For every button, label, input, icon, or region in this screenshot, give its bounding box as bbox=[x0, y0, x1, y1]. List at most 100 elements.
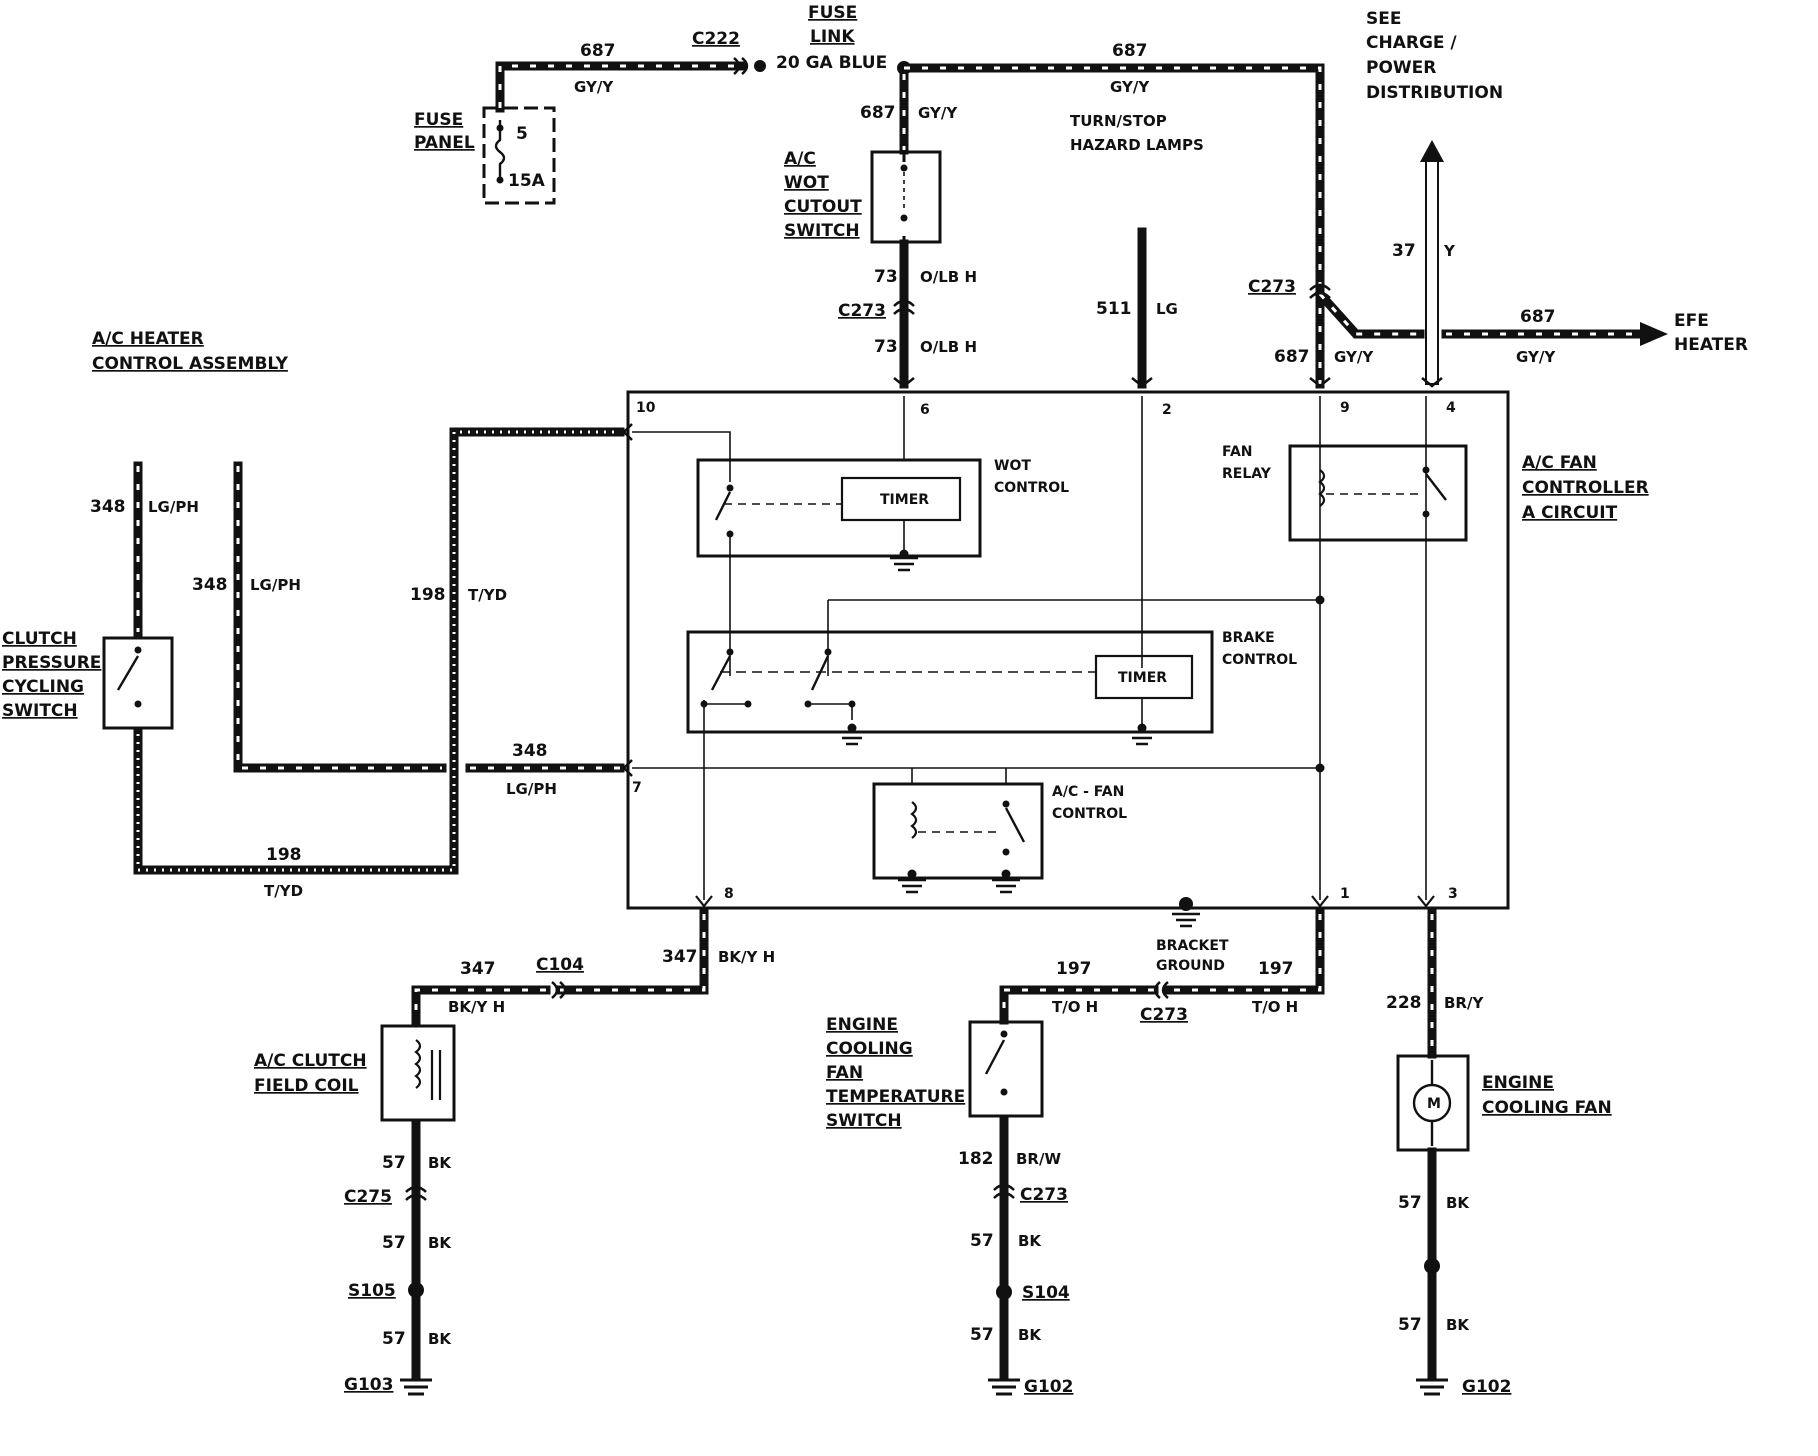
engine-temp-label-4: TEMPERATURE bbox=[826, 1087, 965, 1107]
pin-9: 9 bbox=[1340, 400, 1350, 416]
c104-connector bbox=[551, 981, 567, 999]
wire-gy-y-label-d: GY/Y bbox=[1334, 348, 1374, 366]
ac-fan-ground-a bbox=[898, 878, 926, 894]
wire-br-w-label: BR/W bbox=[1016, 1150, 1061, 1168]
c273-label-b: C273 bbox=[1248, 277, 1296, 297]
wire-511-group: 511 LG bbox=[1096, 227, 1178, 389]
pin-8: 8 bbox=[724, 886, 734, 902]
wot-control-box bbox=[696, 458, 982, 558]
fuse-link-label-2: LINK bbox=[810, 27, 855, 47]
efe-arrow bbox=[1640, 322, 1668, 346]
wire-511-label: 511 bbox=[1096, 299, 1132, 319]
wire-228-label: 228 bbox=[1386, 993, 1422, 1013]
wire-687-label-d: 687 bbox=[1274, 347, 1310, 367]
engine-temp-label-5: SWITCH bbox=[826, 1111, 902, 1131]
bracket-ground-symbol bbox=[1172, 912, 1200, 928]
wire-348-label-c: 348 bbox=[512, 741, 548, 761]
ac-fan-controller-label-2: CONTROLLER bbox=[1522, 478, 1649, 498]
g102-label-a: G102 bbox=[1024, 1377, 1073, 1397]
fuse-link-dot-left bbox=[754, 60, 766, 72]
wire-lg-ph-label-b: LG/PH bbox=[250, 576, 301, 594]
fan-relay-label-2: RELAY bbox=[1222, 466, 1272, 482]
fuse-link-gauge: 20 GA BLUE bbox=[776, 53, 887, 73]
wire-br-y-label: BR/Y bbox=[1444, 994, 1484, 1012]
c273-connector-bottom bbox=[1153, 981, 1169, 999]
wire-57-label-d: 57 bbox=[970, 1231, 994, 1251]
wire-gy-y-label-e: GY/Y bbox=[1516, 348, 1556, 366]
ac-clutch-label-2: FIELD COIL bbox=[254, 1076, 359, 1096]
s104-label: S104 bbox=[1022, 1283, 1070, 1303]
c273-connector-lower bbox=[993, 1183, 1015, 1199]
wot-timer-label: TIMER bbox=[880, 492, 929, 508]
engine-temp-label-3: FAN bbox=[826, 1063, 863, 1083]
wire-t-yd-label-b: T/YD bbox=[264, 882, 303, 900]
wire-198-label-a: 198 bbox=[410, 585, 446, 605]
wire-o-lb-h-label-a: O/LB H bbox=[920, 268, 977, 286]
brake-timer-label: TIMER bbox=[1118, 670, 1167, 686]
turn-stop-label-1: TURN/STOP bbox=[1070, 112, 1167, 130]
wire-t-yd-label-a: T/YD bbox=[468, 586, 507, 604]
wire-gy-y-label-b: GY/Y bbox=[1110, 78, 1150, 96]
see-charge-label-2: CHARGE / bbox=[1366, 33, 1457, 53]
wot-cutout-label-2: WOT bbox=[784, 173, 829, 193]
c273-connector-top bbox=[893, 299, 915, 315]
wire-687-main-feed: 687 GY/Y bbox=[897, 41, 1325, 295]
ac-clutch-label-1: A/C CLUTCH bbox=[254, 1051, 367, 1071]
fuse-panel-label-2: PANEL bbox=[414, 133, 475, 153]
wire-gy-y-label-c: GY/Y bbox=[918, 104, 958, 122]
wot-timer-box bbox=[840, 476, 962, 522]
wire-348-label-a: 348 bbox=[90, 497, 126, 517]
pin-2: 2 bbox=[1162, 402, 1172, 418]
c273-label-c: C273 bbox=[1140, 1005, 1188, 1025]
c104-label: C104 bbox=[536, 955, 584, 975]
wire-73-label-a: 73 bbox=[874, 267, 898, 287]
see-charge-label-3: POWER bbox=[1366, 58, 1436, 78]
wire-687-label-a: 687 bbox=[580, 41, 616, 61]
wire-57-label-a: 57 bbox=[382, 1153, 406, 1173]
wire-687-label-b: 687 bbox=[1112, 41, 1148, 61]
efe-heater-label-2: HEATER bbox=[1674, 335, 1748, 355]
engine-cooling-fan-label-2: COOLING FAN bbox=[1482, 1098, 1612, 1118]
ac-fan-controller-label-3: A CIRCUIT bbox=[1522, 503, 1618, 523]
ac-heater-control-label-2: CONTROL ASSEMBLY bbox=[92, 354, 289, 374]
bracket-ground-label-1: BRACKET bbox=[1156, 938, 1229, 954]
wire-bk-label-e: BK bbox=[1018, 1326, 1042, 1344]
brake-control-label-2: CONTROL bbox=[1222, 652, 1297, 668]
wot-cutout-label-1: A/C bbox=[784, 149, 816, 169]
brake-timer-box bbox=[1094, 654, 1194, 700]
wire-bk-y-h-label-a: BK/Y H bbox=[718, 948, 775, 966]
wire-bk-label-g: BK bbox=[1446, 1316, 1470, 1334]
c222-connector bbox=[733, 57, 749, 75]
wire-bk-label-d: BK bbox=[1018, 1232, 1042, 1250]
c222-label: C222 bbox=[692, 29, 740, 49]
fuse-link-label-1: FUSE bbox=[808, 3, 857, 23]
wire-y-label: Y bbox=[1443, 242, 1456, 260]
see-charge-label-4: DISTRIBUTION bbox=[1366, 83, 1503, 103]
fuse-panel-label-1: FUSE bbox=[414, 110, 463, 130]
wire-57-label-e: 57 bbox=[970, 1325, 994, 1345]
wire-687-to-pin9: C273 687 GY/Y bbox=[1248, 277, 1425, 389]
wire-bk-label-b: BK bbox=[428, 1234, 452, 1252]
fuse-dot-top bbox=[496, 124, 504, 132]
bracket-ground-label-2: GROUND bbox=[1156, 958, 1225, 974]
fuse-rating: 15A bbox=[508, 171, 546, 191]
power-dist-arrow bbox=[1420, 140, 1444, 162]
wire-t-o-h-label-a: T/O H bbox=[1052, 998, 1098, 1016]
pin-4: 4 bbox=[1446, 400, 1456, 416]
g102-label-b: G102 bbox=[1462, 1377, 1511, 1397]
c273-label-d: C273 bbox=[1020, 1185, 1068, 1205]
wire-37-group: 37 Y bbox=[1392, 140, 1456, 388]
g103-ground bbox=[400, 1378, 432, 1396]
wire-687-to-efe: 687 GY/Y EFE HEATER bbox=[1441, 307, 1748, 366]
wire-37-label: 37 bbox=[1392, 241, 1416, 261]
brake-ground-a bbox=[838, 730, 866, 746]
wire-687-label-c: 687 bbox=[860, 103, 896, 123]
clutch-label-1: CLUTCH bbox=[2, 629, 77, 649]
wire-t-o-h-label-b: T/O H bbox=[1252, 998, 1298, 1016]
wire-198-label-b: 198 bbox=[266, 845, 302, 865]
wot-control-label-1: WOT bbox=[994, 458, 1031, 474]
wire-197-label-a: 197 bbox=[1056, 959, 1092, 979]
pin-6: 6 bbox=[920, 402, 930, 418]
wire-lg-ph-label-a: LG/PH bbox=[148, 498, 199, 516]
wire-182-label: 182 bbox=[958, 1149, 994, 1169]
